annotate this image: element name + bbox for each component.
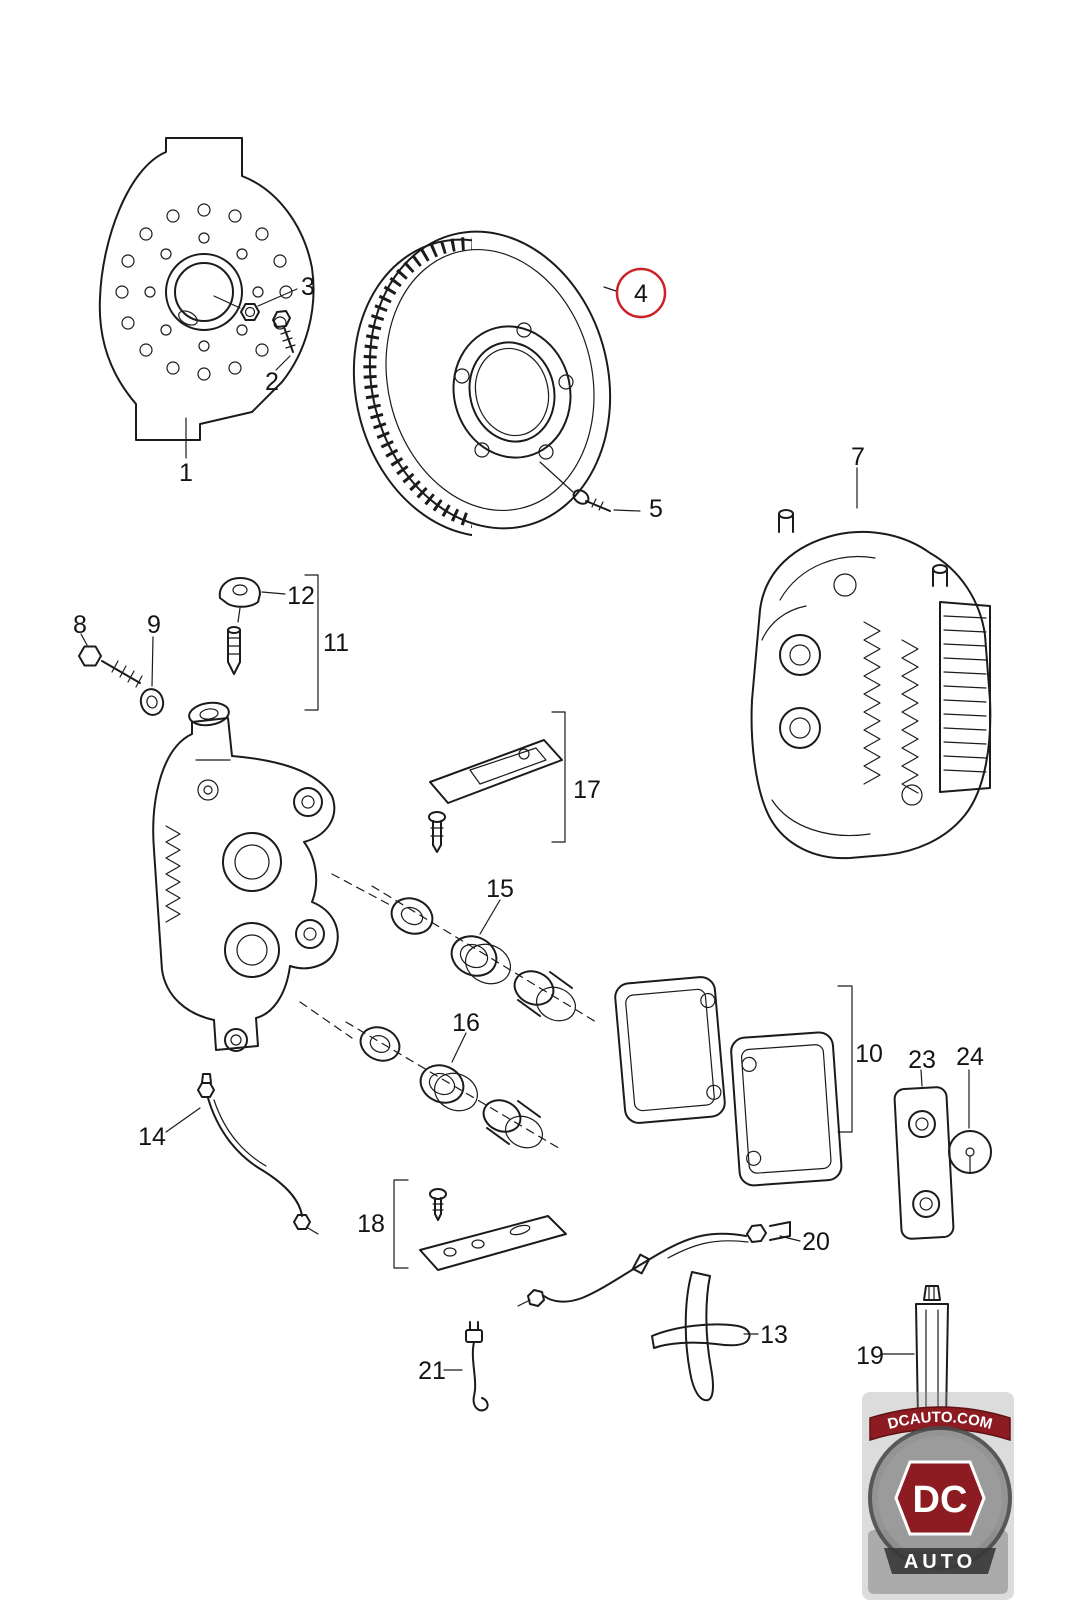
bracket-18 (393, 1179, 409, 1269)
part-brake-hose-14 (165, 1073, 319, 1235)
part-repair-kit-15 (371, 885, 597, 1023)
part-retaining-plate (428, 739, 563, 853)
leader-line-14 (165, 1107, 201, 1133)
caliper-piston-upper (779, 634, 821, 676)
callout-15: 15 (486, 875, 514, 903)
leader-line-15 (479, 899, 501, 935)
leader-line-20 (779, 1235, 801, 1242)
watermark-banner-ribbon (869, 1406, 1011, 1442)
leader-line-8 (80, 633, 88, 646)
caliper-fins (943, 615, 987, 773)
leader-line-9 (151, 636, 154, 687)
watermark-subtitle: AUTO (904, 1551, 976, 1573)
callout-11: 11 (323, 629, 349, 657)
callout-13: 13 (760, 1321, 788, 1349)
housing-spring (165, 825, 181, 923)
part-guide-plate (419, 1188, 567, 1271)
leader-line-5a (539, 461, 574, 493)
part-wear-sensor (443, 1321, 489, 1412)
callout-7: 7 (851, 443, 865, 471)
highlight-circle-4 (615, 267, 667, 319)
callout-8: 8 (73, 611, 87, 639)
callout-17: 17 (573, 776, 601, 804)
bracket-10 (837, 985, 853, 1133)
callout-10: 10 (855, 1040, 883, 1068)
disc-bolt-holes (454, 322, 574, 460)
callout-24: 24 (956, 1043, 984, 1071)
part-damping-plate (893, 1086, 955, 1240)
part-retaining-clamp (218, 577, 286, 623)
callout-16: 16 (452, 1009, 480, 1037)
bracket-17 (551, 711, 566, 843)
callout-2: 2 (265, 368, 279, 396)
part-repair-kit-16 (345, 1021, 563, 1151)
leader-line-4 (603, 286, 617, 292)
disc-hub (452, 325, 572, 459)
part-splash-shield (98, 137, 315, 459)
part-socket-bolt (78, 633, 143, 688)
callout-3: 3 (301, 273, 315, 301)
leader-line-23 (920, 1069, 923, 1087)
watermark-subtitle-band (884, 1548, 996, 1574)
caliper-fin-block (939, 601, 991, 793)
callout-19: 19 (856, 1342, 884, 1370)
part-brake-disc (352, 230, 617, 538)
part-washer (139, 636, 165, 716)
watermark-logo: DCAUTO.COM DC AUTO (862, 1392, 1014, 1600)
leader-line-12 (261, 591, 286, 595)
part-bolt-2 (272, 310, 296, 371)
axis-to-kit-15 (331, 873, 393, 907)
watermark-monogram: DC (913, 1479, 968, 1521)
caliper-spring-a (863, 621, 881, 785)
caliper-piston-lower (779, 707, 821, 749)
leader-line-3a (213, 295, 241, 309)
shield-inner-holes (144, 232, 264, 352)
part-bleeder-screw (227, 626, 241, 675)
part-countersunk-screw (572, 489, 641, 512)
leader-line-5b (613, 509, 641, 512)
callout-14: 14 (138, 1123, 166, 1151)
callout-20: 20 (802, 1228, 830, 1256)
caliper-spring-b (901, 639, 919, 794)
part-cross-spring (651, 1271, 759, 1402)
part-brake-pads (614, 976, 843, 1187)
axis-to-kit-16 (299, 1001, 353, 1039)
part-fixed-caliper (750, 467, 992, 860)
part-nut (213, 288, 298, 321)
kit-15-axis (371, 885, 597, 1023)
callout-18: 18 (357, 1210, 385, 1238)
callout-4: 4 (634, 280, 648, 308)
watermark-shield (894, 1460, 986, 1536)
callout-23: 23 (908, 1046, 936, 1074)
leader-line-2 (275, 355, 291, 371)
callout-21: 21 (418, 1357, 446, 1385)
callout-9: 9 (147, 611, 161, 639)
leader-line-16 (451, 1032, 467, 1063)
shield-outer-holes (115, 203, 293, 381)
bracket-11 (304, 574, 319, 711)
part-brake-hose-20 (517, 1221, 801, 1307)
part-shim-disc (948, 1069, 992, 1174)
part-caliper-housing (152, 701, 393, 1052)
callout-12: 12 (287, 582, 315, 610)
disc-vent-band (352, 237, 472, 538)
leader-line-3b (257, 288, 298, 307)
callout-1: 1 (179, 459, 193, 487)
callout-5: 5 (649, 495, 663, 523)
